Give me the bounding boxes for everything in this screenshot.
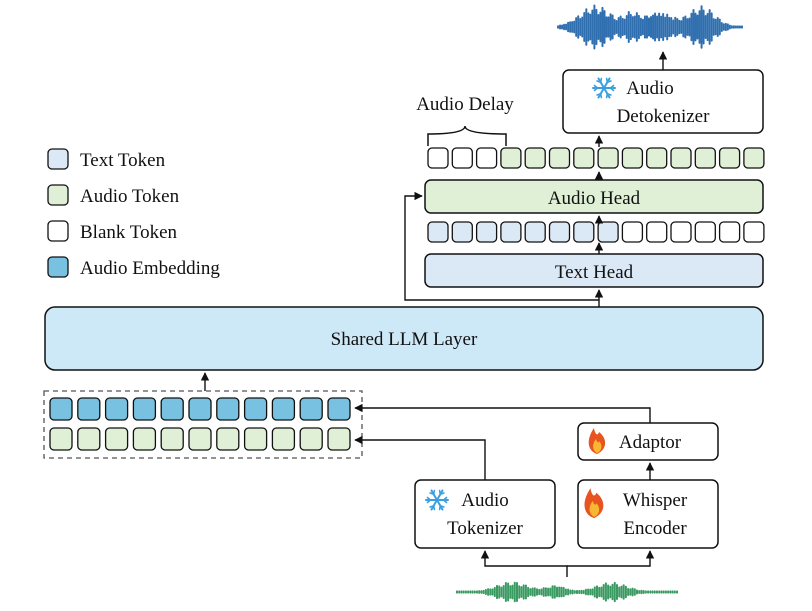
output-row-blank-token bbox=[427, 147, 449, 169]
input-row-audio-token bbox=[327, 427, 351, 451]
input-row-audio-token bbox=[160, 427, 184, 451]
output-row-blank-token bbox=[743, 221, 765, 243]
whisper-encoder-block: Whisper Encoder bbox=[577, 479, 719, 549]
output-row-audio-token bbox=[694, 147, 716, 169]
input-row-embed-token bbox=[299, 397, 323, 421]
output-row-text-token bbox=[451, 221, 473, 243]
output-row-audio-token bbox=[573, 147, 595, 169]
input-row-embed-token bbox=[77, 397, 101, 421]
input-row-audio-token bbox=[49, 427, 73, 451]
output-row-blank-token bbox=[621, 221, 644, 243]
audio-delay-label: Audio Delay bbox=[416, 94, 514, 115]
fire-icon bbox=[584, 488, 604, 519]
audio-head-block: Audio Head bbox=[424, 179, 764, 214]
snowflake-icon bbox=[425, 489, 449, 511]
legend: Text Token Audio Token Blank Token Audio… bbox=[47, 148, 220, 279]
input-token-group bbox=[43, 390, 363, 459]
input-row-embed-token bbox=[49, 397, 73, 421]
whisper-encoder-label-1: Whisper bbox=[623, 490, 688, 511]
output-text-token-row bbox=[427, 221, 765, 243]
input-row-audio-token bbox=[271, 427, 296, 451]
output-row-audio-token bbox=[718, 147, 741, 169]
legend-swatch-audio-token bbox=[47, 184, 69, 206]
output-row-audio-token bbox=[743, 147, 765, 169]
output-row-text-token bbox=[475, 221, 498, 243]
audio-tokenizer-block: Audio Tokenizer bbox=[414, 479, 556, 549]
input-row-audio-token bbox=[132, 427, 157, 451]
output-row-audio-token bbox=[548, 147, 571, 169]
audio-tokenizer-label-2: Tokenizer bbox=[447, 518, 523, 539]
text-head-block: Text Head bbox=[424, 253, 764, 288]
output-row-audio-token bbox=[621, 147, 644, 169]
output-row-text-token bbox=[573, 221, 595, 243]
input-waveform bbox=[456, 581, 678, 603]
audio-detokenizer-label-1: Audio bbox=[626, 78, 674, 99]
legend-label-audio-embedding: Audio Embedding bbox=[80, 258, 220, 279]
input-row-audio-token bbox=[243, 427, 268, 451]
text-head-label: Text Head bbox=[555, 262, 634, 283]
connectors bbox=[200, 51, 668, 577]
output-row-blank-token bbox=[451, 147, 473, 169]
input-row-embed-token bbox=[188, 397, 212, 421]
output-row-blank-token bbox=[646, 221, 668, 243]
output-row-text-token bbox=[524, 221, 546, 243]
output-row-audio-token bbox=[597, 147, 619, 169]
output-row-audio-token bbox=[646, 147, 668, 169]
input-row-embed-token bbox=[104, 397, 129, 421]
input-row-audio-token bbox=[104, 427, 129, 451]
output-row-audio-token bbox=[500, 147, 522, 169]
input-row-embed-token bbox=[327, 397, 351, 421]
input-audio-token-row bbox=[49, 427, 351, 451]
output-row-text-token bbox=[427, 221, 449, 243]
legend-label-audio-token: Audio Token bbox=[80, 186, 180, 207]
output-row-text-token bbox=[597, 221, 619, 243]
input-row-audio-token bbox=[188, 427, 212, 451]
input-row-embed-token bbox=[132, 397, 157, 421]
output-audio-token-row bbox=[427, 147, 765, 169]
output-row-blank-token bbox=[718, 221, 741, 243]
output-row-blank-token bbox=[670, 221, 692, 243]
adaptor-label: Adaptor bbox=[619, 432, 682, 453]
output-row-audio-token bbox=[524, 147, 546, 169]
legend-swatch-blank-token bbox=[47, 220, 69, 242]
audio-detokenizer-block: Audio Detokenizer bbox=[562, 69, 764, 134]
output-row-text-token bbox=[548, 221, 571, 243]
audio-head-label: Audio Head bbox=[548, 188, 641, 209]
input-row-audio-token bbox=[299, 427, 323, 451]
input-embedding-row bbox=[49, 397, 351, 421]
legend-label-blank-token: Blank Token bbox=[80, 222, 178, 243]
legend-swatch-text-token bbox=[47, 148, 69, 170]
output-waveform bbox=[557, 4, 743, 50]
legend-label-text-token: Text Token bbox=[80, 150, 166, 171]
audio-tokenizer-label-1: Audio bbox=[461, 490, 509, 511]
input-row-audio-token bbox=[77, 427, 101, 451]
audio-delay-annotation: Audio Delay bbox=[416, 94, 514, 146]
input-row-audio-token bbox=[216, 427, 240, 451]
adaptor-block: Adaptor bbox=[577, 422, 719, 461]
input-row-embed-token bbox=[243, 397, 268, 421]
snowflake-icon bbox=[592, 77, 616, 99]
audio-detokenizer-label-2: Detokenizer bbox=[617, 106, 711, 127]
legend-swatch-audio-embedding bbox=[47, 256, 69, 278]
output-row-text-token bbox=[500, 221, 522, 243]
shared-llm-layer-block: Shared LLM Layer bbox=[44, 306, 764, 371]
input-row-embed-token bbox=[216, 397, 240, 421]
output-row-blank-token bbox=[694, 221, 716, 243]
shared-llm-layer-label: Shared LLM Layer bbox=[331, 329, 478, 350]
output-row-audio-token bbox=[670, 147, 692, 169]
whisper-encoder-label-2: Encoder bbox=[623, 518, 687, 539]
input-row-embed-token bbox=[160, 397, 184, 421]
output-row-blank-token bbox=[475, 147, 498, 169]
input-row-embed-token bbox=[271, 397, 296, 421]
fire-icon bbox=[588, 428, 606, 454]
